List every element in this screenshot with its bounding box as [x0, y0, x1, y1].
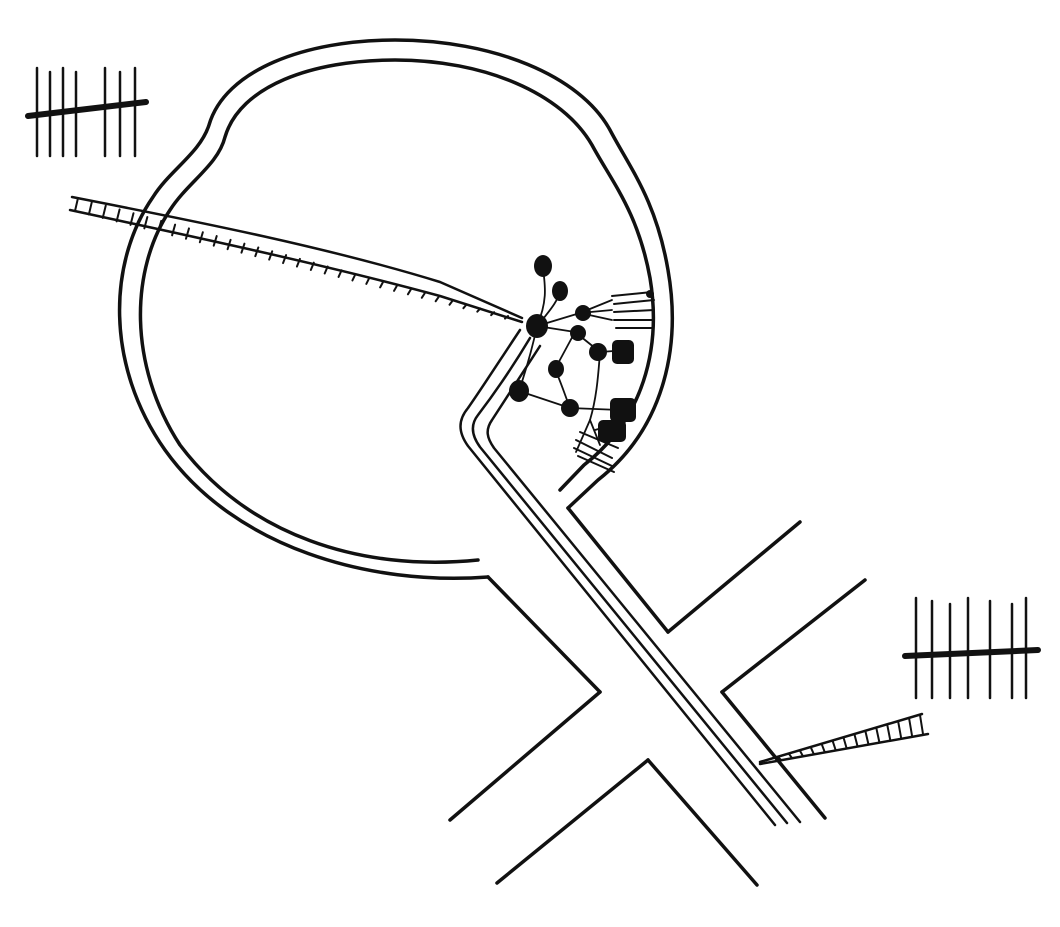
electrode-hatch-mark [337, 269, 343, 278]
cell-body [561, 399, 579, 417]
electrode-hatch-mark [74, 197, 79, 212]
cell-body [610, 398, 636, 422]
electrode-hatch-mark [864, 730, 870, 745]
electrode-hatch-mark [254, 246, 260, 258]
electrode-hatch-mark [143, 216, 149, 230]
tract-arm-right [720, 578, 867, 694]
tract-arm-lower-right [720, 690, 827, 820]
optic-nerve-fiber-1 [459, 328, 777, 827]
cell-body [570, 325, 586, 341]
electrode-hatch-mark [87, 200, 93, 216]
electrode-hatch-mark [820, 743, 826, 753]
electrode-hatch-mark [226, 238, 232, 251]
electrode-hatch-mark [157, 219, 163, 233]
cell-body [534, 255, 552, 277]
electrode-hatch-mark [777, 756, 782, 761]
electrode-hatch-mark [787, 752, 793, 759]
electrode-hatch-mark [908, 717, 914, 737]
optic-tract-cross [448, 520, 867, 887]
electrode-hatch-mark [393, 284, 399, 292]
recording-electrode-hatching [777, 714, 924, 761]
tract-arm-upper-right [666, 520, 802, 634]
electrode-hatch-mark [434, 295, 440, 303]
electrode-hatch-mark [853, 733, 859, 747]
electrode-hatch-mark [171, 223, 177, 237]
electrode-hatch-mark [282, 254, 288, 265]
electrode-hatch-mark [295, 257, 301, 268]
optic-nerve-left-wall [486, 575, 602, 694]
tract-arm-lower-left-top [448, 690, 602, 822]
spike-train-bottom-right [902, 596, 1041, 700]
cell-body [552, 281, 568, 301]
spike-train-baseline [902, 647, 1041, 659]
photoreceptor-segments [573, 291, 655, 473]
electrode-hatch-mark [842, 736, 848, 749]
electrode-hatch-mark [365, 276, 371, 285]
electrode-hatch-mark [420, 292, 426, 299]
electrode-hatch-mark [504, 315, 509, 320]
stimulating-electrode-hatching [74, 197, 509, 320]
optic-nerve-fiber-3 [486, 344, 802, 824]
electrode-hatch-mark [268, 250, 274, 261]
spike-train-baseline [25, 99, 149, 119]
electrode-hatch-mark [886, 723, 892, 741]
electrode-hatch-mark [198, 231, 204, 244]
electrode-hatch-mark [919, 714, 924, 735]
cell-body [612, 340, 634, 364]
electrode-hatch-mark [129, 212, 135, 226]
electrode-hatch-mark [809, 746, 815, 755]
electrode-hatch-mark [476, 307, 482, 313]
electrode-hatch-mark [240, 242, 246, 254]
electrode-hatch-mark [831, 739, 837, 751]
electrode-hatch-mark [448, 299, 454, 306]
electrode-hatch-mark [897, 720, 903, 739]
tract-arm-bottom [646, 758, 759, 887]
recording-electrode-upper-edge [758, 712, 924, 764]
electrode-hatch-mark [875, 726, 881, 743]
eye-globe [117, 38, 674, 581]
retina-cell-cluster [509, 255, 654, 442]
electrode-hatch-mark [323, 265, 329, 275]
electrode-hatch-mark [101, 204, 107, 219]
electrode-hatch-mark [462, 303, 468, 310]
optic-nerve-fiber-2 [471, 336, 789, 825]
electrode-hatch-mark [184, 227, 190, 240]
electrode-hatch-mark [379, 280, 385, 289]
electrode-hatch-mark [490, 311, 496, 317]
spike-train-top-left [25, 66, 149, 158]
cell-body [548, 360, 564, 378]
electrode-hatch-mark [406, 288, 412, 296]
cell-body [646, 290, 654, 298]
cell-body [526, 314, 548, 338]
stimulating-electrode-upper-edge [70, 195, 524, 320]
eye-globe-outer-wall [117, 38, 674, 581]
cell-body [598, 420, 626, 442]
eye-globe-inner-wall [138, 58, 656, 564]
electrode-hatch-mark [115, 208, 121, 223]
cell-body [589, 343, 607, 361]
electrode-hatch-mark [798, 749, 804, 757]
recording-electrode-lower-edge [758, 732, 930, 766]
electrode-hatch-mark [212, 235, 218, 247]
tract-arm-lower-left-bottom [495, 758, 650, 885]
electrode-hatch-mark [309, 261, 315, 272]
recording-electrode [758, 712, 930, 766]
optic-nerve-right-wall [566, 506, 670, 634]
electrode-hatch-mark [351, 273, 357, 282]
cell-body [575, 305, 591, 321]
cell-body [509, 380, 529, 402]
stimulating-electrode [68, 195, 524, 324]
